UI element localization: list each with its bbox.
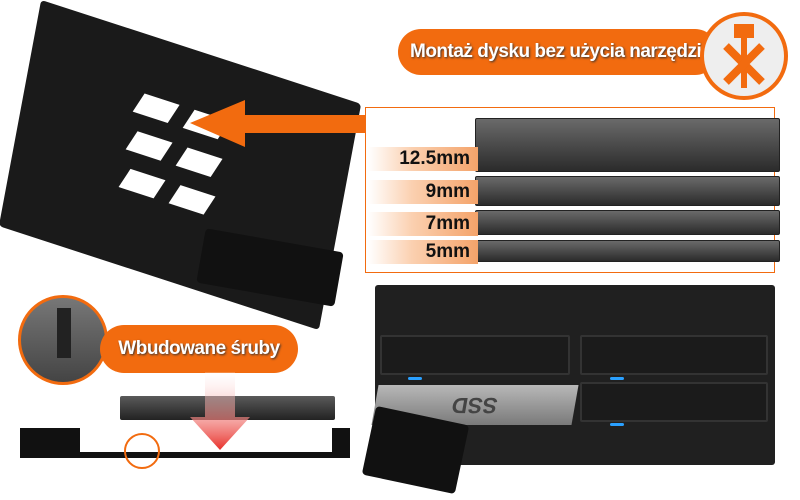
drive-7mm (475, 210, 780, 235)
bay (580, 382, 768, 422)
height-label: 7mm (368, 212, 478, 236)
drive-9mm (475, 176, 780, 206)
bay (580, 335, 768, 375)
ssd-label: SSD (450, 393, 500, 418)
height-label: 12.5mm (368, 147, 478, 171)
insert-arrow-icon (190, 100, 365, 147)
drive-12-5mm (475, 118, 780, 172)
drive-5mm (475, 240, 780, 262)
builtin-screws-badge: Wbudowane śruby (100, 325, 298, 373)
down-arrow-icon (190, 372, 250, 450)
screw-detail-inset (18, 295, 108, 385)
height-label: 9mm (368, 180, 478, 204)
bay (380, 335, 570, 375)
screw-highlight-circle (124, 433, 160, 469)
tool-free-badge: Montaż dysku bez użycia narzędzi (398, 29, 718, 75)
height-label: 5mm (368, 240, 478, 264)
flat-tray (20, 428, 350, 458)
no-tools-icon (700, 12, 788, 100)
